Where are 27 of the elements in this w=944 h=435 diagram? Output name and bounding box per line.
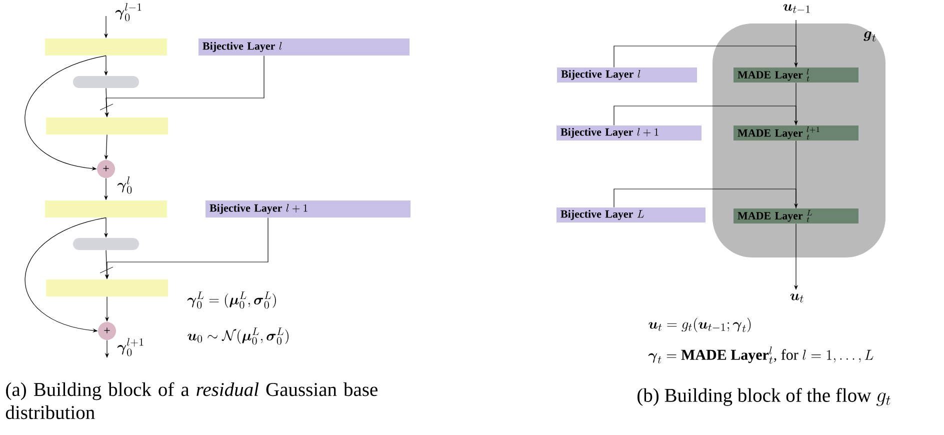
layer-box bbox=[45, 38, 167, 56]
pill-box bbox=[73, 76, 140, 88]
bijective-layer-box: $\textbf{Bijective Layer}\ L$ bbox=[556, 208, 706, 222]
layer-box bbox=[46, 118, 168, 134]
bijective-layer-box: $\textbf{Bijective Layer}\ l$ bbox=[198, 38, 410, 56]
bijective-layer-box: $\textbf{Bijective Layer}\ l$ bbox=[557, 68, 697, 82]
made-layer-box: $\textbf{MADE Layer}\ {}^{l}_{t}$ bbox=[734, 68, 858, 82]
made-layer-box: $\textbf{MADE Layer}\ {}^{L}_{t}$ bbox=[734, 208, 858, 224]
edge-label: $\boldsymbol{\gamma}_0^{l}$ bbox=[117, 176, 132, 194]
caption: $\text{(b) Building block of the flow } g_t$ bbox=[638, 388, 890, 406]
formula: $\boldsymbol{\gamma}_0^L = (\boldsymbol{\mu}_0^L, \boldsymbol{\sigma}_0^L)$ bbox=[187, 292, 276, 309]
pill-box bbox=[73, 238, 140, 250]
formula: $\boldsymbol{u}_0 \sim \mathcal{N}(\boldsymbol{\mu}_0^L, \boldsymbol{\sigma}_0^L)$ bbox=[188, 328, 288, 345]
bijective-layer-box: $\textbf{Bijective Layer}\ l+1$ bbox=[206, 200, 410, 218]
arrow bbox=[614, 46, 798, 68]
arrow bbox=[614, 106, 798, 126]
formula: $\boldsymbol{\gamma}_t = \textbf{MADE Layer}_t^l\text{, for } l = 1, \ldots, L$ bbox=[648, 346, 874, 364]
edge-label: $\boldsymbol{u}_t$ bbox=[790, 294, 804, 302]
edge-label: $\boldsymbol{u}_{t-1}$ bbox=[783, 4, 810, 13]
layer-box bbox=[45, 200, 167, 218]
bijective-layer-box: $\textbf{Bijective Layer}\ l+1$ bbox=[556, 126, 702, 140]
caption: (a) Building block of a residual Gaussian base distribution bbox=[6, 382, 378, 420]
layer-box bbox=[46, 280, 168, 296]
formula: $\boldsymbol{u}_t = g_t(\boldsymbol{u}_{t-1}; \boldsymbol{\gamma}_t)$ bbox=[648, 318, 751, 332]
made-layer-box: $\textbf{MADE Layer}\ {}^{l+1}_{t}$ bbox=[734, 125, 858, 141]
edge-label: $\boldsymbol{\gamma}_0^{l+1}$ bbox=[117, 338, 144, 356]
edge-label: $\boldsymbol{\gamma}_0^{l-1}$ bbox=[115, 3, 142, 22]
